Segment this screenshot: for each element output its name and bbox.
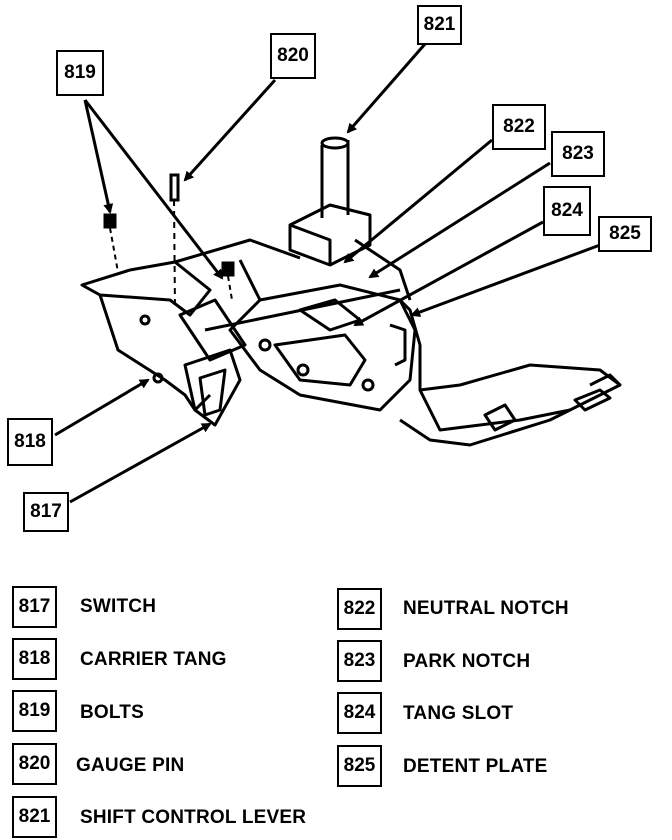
callout-825: 825 — [598, 216, 652, 252]
leader-821 — [346, 43, 427, 134]
bolt-drawing — [103, 213, 235, 301]
legend-num-819: 819 — [12, 690, 57, 732]
legend-label-818: CARRIER TANG — [80, 649, 227, 670]
leader-817 — [69, 422, 212, 504]
legend-num-823: 823 — [337, 640, 382, 682]
legend-num-824: 824 — [337, 692, 382, 734]
detent-plate-drawing — [80, 136, 622, 447]
leader-819-a — [83, 99, 114, 214]
assembly-drawing — [54, 43, 622, 504]
callout-821: 821 — [417, 5, 462, 45]
callout-822: 822 — [492, 104, 546, 150]
legend-num-821: 821 — [12, 796, 57, 838]
callout-820: 820 — [270, 33, 316, 79]
legend-label-824: TANG SLOT — [403, 703, 514, 724]
legend-label-817: SWITCH — [80, 596, 157, 617]
callout-819: 819 — [56, 50, 104, 96]
leader-825 — [410, 243, 601, 317]
leader-824 — [353, 220, 544, 327]
gauge-pin-drawing — [169, 173, 180, 311]
legend-label-822: NEUTRAL NOTCH — [403, 598, 569, 619]
legend-num-818: 818 — [12, 638, 57, 680]
callout-823: 823 — [551, 131, 605, 177]
leader-820 — [183, 78, 277, 182]
legend-label-821: SHIFT CONTROL LEVER — [80, 807, 307, 828]
callout-818: 818 — [7, 418, 53, 466]
legend-num-817: 817 — [12, 586, 57, 628]
leader-823 — [368, 161, 551, 279]
callout-824: 824 — [543, 186, 591, 236]
leader-819-b — [83, 99, 224, 280]
leader-818 — [54, 378, 150, 437]
callout-817: 817 — [23, 492, 69, 532]
legend-num-825: 825 — [337, 745, 382, 787]
legend-label-820: GAUGE PIN — [76, 755, 185, 776]
legend-num-822: 822 — [337, 588, 382, 630]
legend-num-820: 820 — [12, 743, 57, 785]
legend-label-819: BOLTS — [80, 702, 144, 723]
legend-label-825: DETENT PLATE — [403, 756, 548, 777]
leader-822 — [343, 138, 493, 264]
legend-label-823: PARK NOTCH — [403, 651, 531, 672]
